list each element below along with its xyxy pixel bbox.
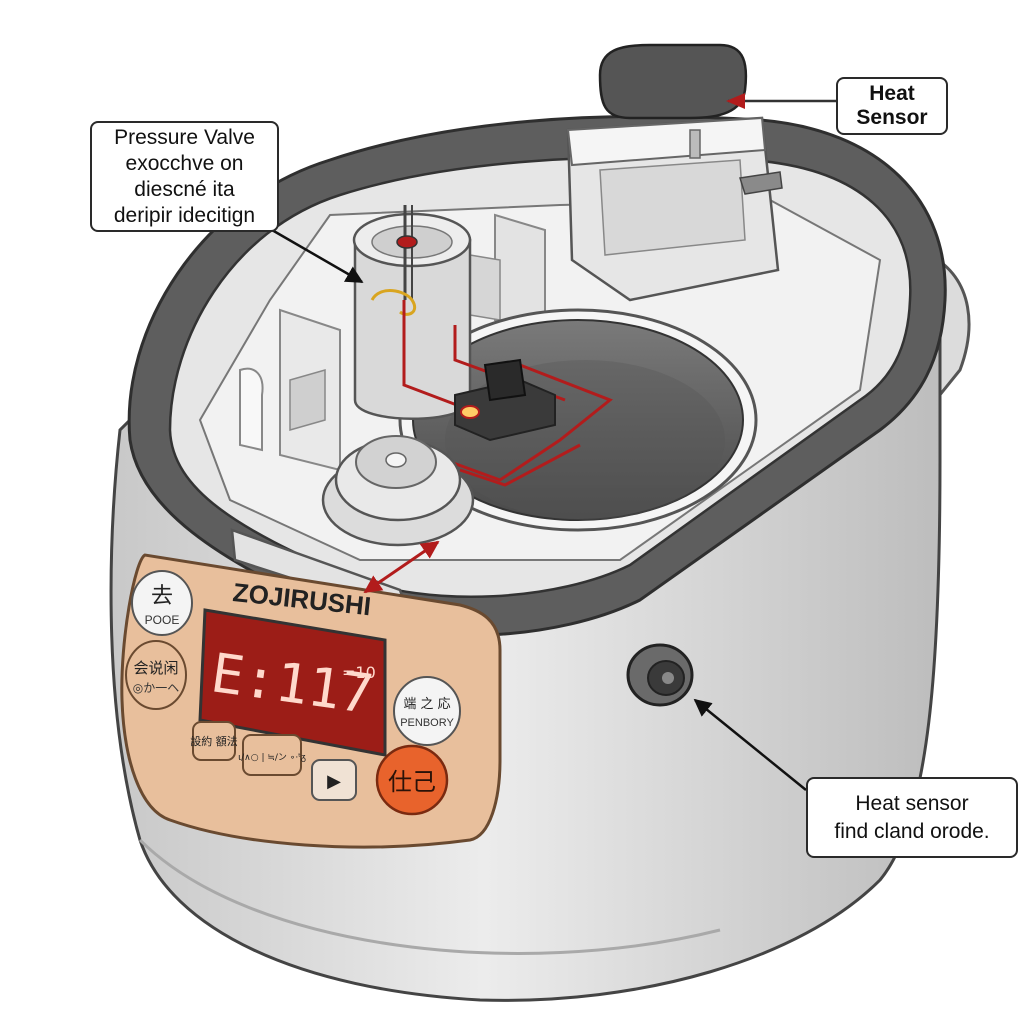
callout-pressure-valve: Pressure Valve exocchve on diescné ita d… bbox=[90, 121, 279, 232]
button-small-2-label: ι/∧○ | ≒/ン ∘·ᵗᵹ bbox=[238, 753, 306, 763]
callout-pressure-line-2: exocchve on bbox=[125, 151, 244, 175]
callout-heat-top-line-1: Heat bbox=[869, 82, 915, 105]
callout-heat-bottom-line-1: Heat sensor bbox=[855, 791, 969, 815]
button-top-left-label: POOE bbox=[145, 613, 180, 627]
steam-vent bbox=[321, 435, 475, 547]
button-right-upper[interactable]: 端 之 応 PENBORY bbox=[393, 676, 461, 746]
callout-pressure-line-3: diescné ita bbox=[134, 177, 235, 201]
callout-leaders bbox=[271, 93, 836, 791]
callout-pressure-line-1: Pressure Valve bbox=[114, 125, 255, 149]
button-mid-left-label: ◎か一ヘ bbox=[133, 681, 179, 695]
lid-sensor-unit bbox=[566, 43, 783, 302]
button-right-upper-label: PENBORY bbox=[400, 717, 454, 729]
leader-heat-sensor-bottom bbox=[693, 698, 807, 791]
display-secondary-readout: =10 bbox=[342, 663, 376, 682]
button-top-left-glyph: 去 bbox=[151, 584, 173, 609]
sensor-block bbox=[454, 358, 556, 442]
play-icon: ▶ bbox=[327, 771, 341, 792]
start-button[interactable]: 仕己 bbox=[375, 744, 449, 816]
button-mid-left-glyph: 会说闲 bbox=[133, 659, 178, 677]
callout-heat-sensor-bottom: Heat sensor find cland orode. bbox=[806, 777, 1018, 858]
callout-heat-bottom-line-2: find cland orode. bbox=[834, 819, 990, 843]
leader-pressure-valve bbox=[271, 228, 364, 284]
button-small-2[interactable]: ι/∧○ | ≒/ン ∘·ᵗᵹ bbox=[238, 734, 306, 776]
pressure-valve-cylinder bbox=[352, 205, 472, 420]
button-small-1[interactable]: 設約 額法 bbox=[190, 721, 238, 761]
leader-heat-sensor-top-tip bbox=[726, 93, 745, 109]
callout-heat-sensor-top: Heat Sensor bbox=[836, 77, 948, 135]
button-small-1-label: 設約 額法 bbox=[190, 734, 238, 748]
display-screen bbox=[198, 608, 387, 757]
button-mid-left[interactable]: 会说闲 ◎か一ヘ bbox=[125, 640, 187, 710]
side-knob bbox=[626, 643, 694, 707]
button-play[interactable]: ▶ bbox=[311, 759, 357, 801]
start-button-label: 仕己 bbox=[388, 768, 436, 796]
callout-heat-top-line-2: Sensor bbox=[856, 106, 928, 129]
latch-motion-arrow bbox=[363, 540, 440, 594]
button-top-left[interactable]: 去 POOE bbox=[131, 570, 193, 636]
button-right-upper-glyph: 端 之 応 bbox=[403, 697, 450, 712]
callout-pressure-line-4: deripir idecitign bbox=[113, 203, 256, 227]
